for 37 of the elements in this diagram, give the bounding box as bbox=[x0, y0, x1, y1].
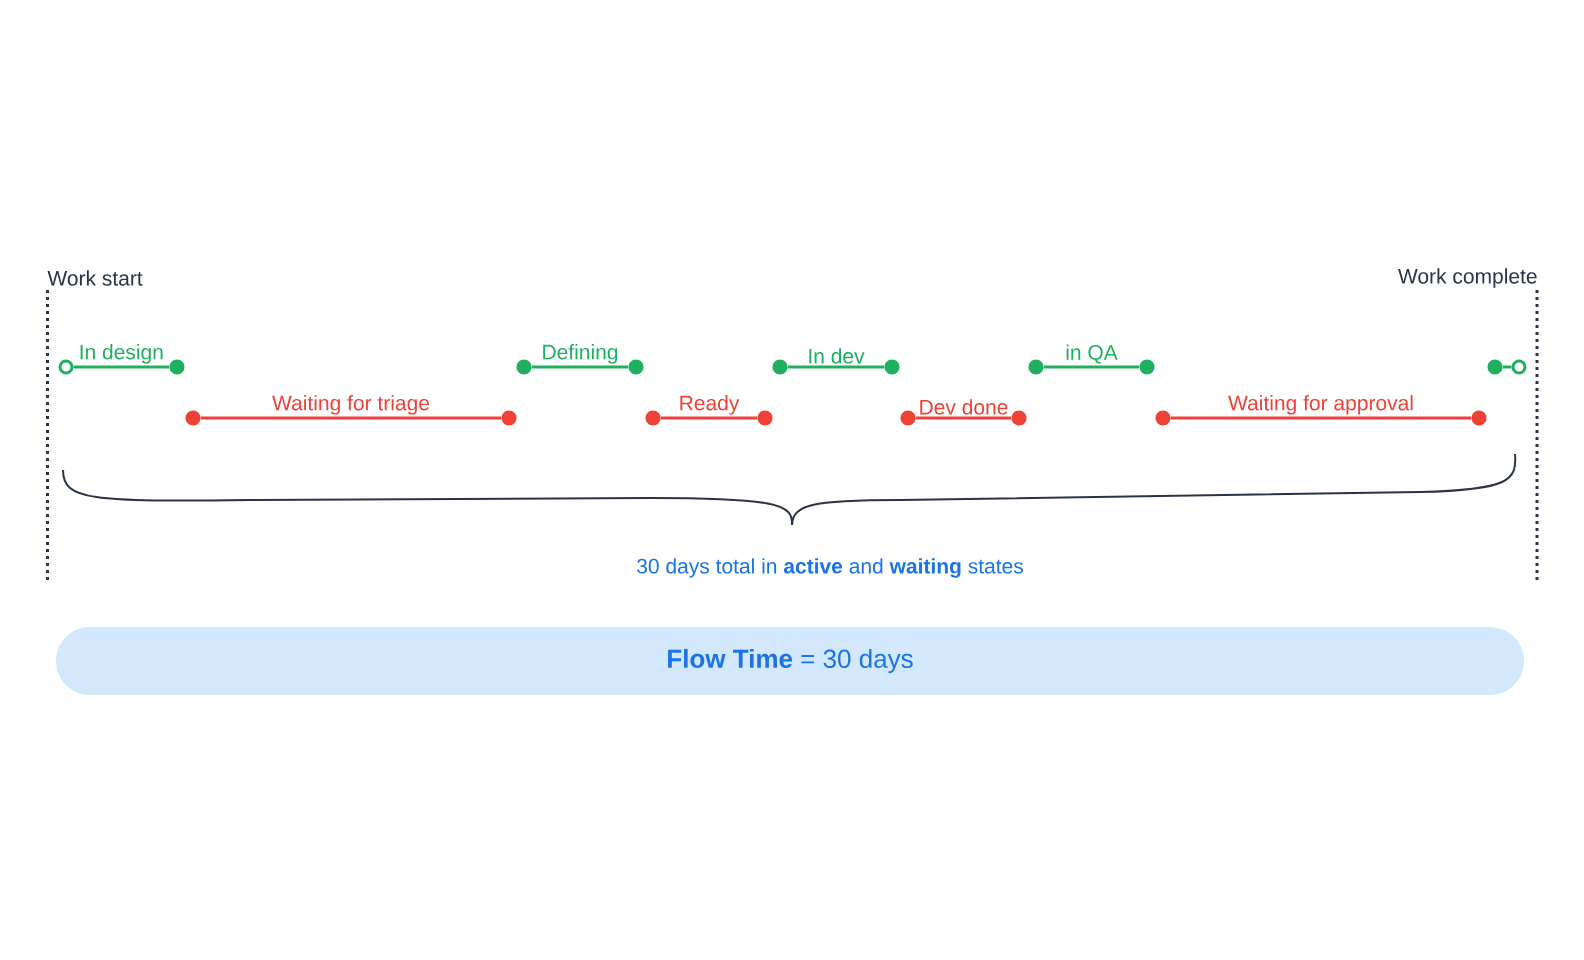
dot bbox=[169, 359, 185, 375]
timeline-segment bbox=[73, 365, 170, 369]
boundary-label: Work complete bbox=[1398, 268, 1537, 288]
dot bbox=[516, 359, 532, 375]
timeline-segment bbox=[1043, 365, 1140, 369]
dot bbox=[645, 410, 661, 426]
state-label: In dev bbox=[809, 348, 865, 364]
state-label: in QA bbox=[1066, 344, 1118, 364]
timeline-segment bbox=[915, 416, 1012, 420]
dot bbox=[185, 410, 201, 426]
state-label: Defining bbox=[543, 344, 618, 364]
dot bbox=[1155, 410, 1171, 426]
state-label: Ready bbox=[680, 395, 740, 415]
dot bbox=[501, 410, 517, 426]
state-label: Dev done bbox=[920, 399, 1008, 415]
dot bbox=[1471, 410, 1487, 426]
dot bbox=[757, 410, 773, 426]
state-label: In design bbox=[80, 344, 163, 364]
timeline-segment bbox=[660, 416, 758, 420]
dot bbox=[1028, 359, 1044, 375]
timeline-segment bbox=[531, 365, 629, 369]
timeline-segment bbox=[787, 365, 885, 369]
flow-time-band: Flow Time = 30 days bbox=[56, 627, 1524, 695]
dot bbox=[1011, 410, 1027, 426]
boundary-label: Work start bbox=[47, 270, 143, 286]
dot bbox=[900, 410, 916, 426]
dot bbox=[884, 359, 900, 375]
state-label: Waiting for approval bbox=[1228, 395, 1413, 415]
timeline-segment bbox=[1170, 416, 1472, 420]
state-label: Waiting for triage bbox=[272, 395, 429, 415]
timeline-segment bbox=[200, 416, 502, 420]
summary-text: 30 days total in active and waiting states bbox=[637, 558, 1023, 578]
dot bbox=[1139, 359, 1155, 375]
dot bbox=[628, 359, 644, 375]
dot bbox=[1487, 359, 1503, 375]
timeline-segment bbox=[1502, 365, 1512, 369]
dot bbox=[772, 359, 788, 375]
